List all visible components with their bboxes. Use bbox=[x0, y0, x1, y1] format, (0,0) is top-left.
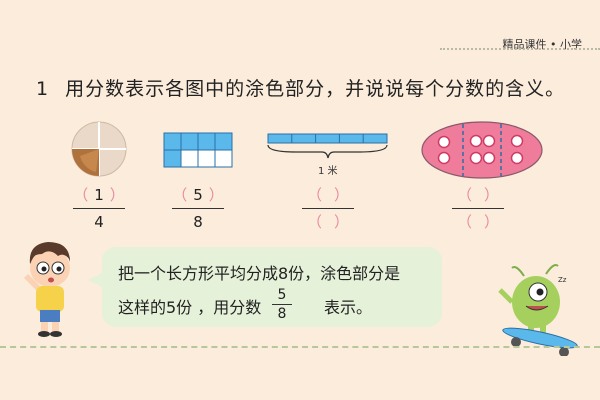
pie-figure bbox=[71, 121, 127, 177]
speech-bubble-tail bbox=[88, 272, 104, 288]
meter-label: 1 米 bbox=[318, 166, 338, 177]
meter-fraction: （） （） bbox=[293, 184, 363, 233]
meter-brace bbox=[267, 144, 388, 159]
oval-figure bbox=[421, 121, 543, 179]
bubble-fraction-denominator: 8 bbox=[277, 306, 287, 322]
question-number: 1 bbox=[36, 78, 50, 100]
bubble-fraction: 5 8 bbox=[272, 287, 292, 322]
boy-character bbox=[24, 242, 70, 337]
grid-figure bbox=[163, 132, 233, 168]
svg-text:Zz: Zz bbox=[558, 276, 567, 284]
ground-line bbox=[0, 346, 600, 348]
pie-denominator: 4 bbox=[94, 213, 104, 231]
header-divider bbox=[440, 48, 600, 50]
pie-fraction: （1） 4 bbox=[73, 186, 125, 231]
bubble-line-1: 把一个长方形平均分成8份，涂色部分是 bbox=[118, 264, 401, 283]
alien-skateboard-character: Zz bbox=[498, 264, 578, 356]
question-text: 用分数表示各图中的涂色部分，并说说每个分数的含义。 bbox=[65, 78, 566, 100]
bubble-line-2-end: 表示。 bbox=[324, 298, 373, 317]
bubble-line-2: 这样的5份 ，用分数 bbox=[118, 298, 262, 317]
header-tag: 精品课件 • 小学 bbox=[502, 38, 582, 51]
grid-fraction: （5） 8 bbox=[172, 186, 224, 231]
bubble-fraction-numerator: 5 bbox=[277, 287, 287, 303]
meter-strip-figure bbox=[267, 133, 388, 159]
question-title: 1 用分数表示各图中的涂色部分，并说说每个分数的含义。 bbox=[36, 74, 565, 101]
oval-fraction: （） （） bbox=[443, 184, 513, 233]
grid-numerator: 5 bbox=[193, 186, 203, 204]
grid-denominator: 8 bbox=[193, 213, 203, 231]
pie-numerator: 1 bbox=[94, 186, 104, 204]
speech-bubble bbox=[102, 247, 442, 327]
